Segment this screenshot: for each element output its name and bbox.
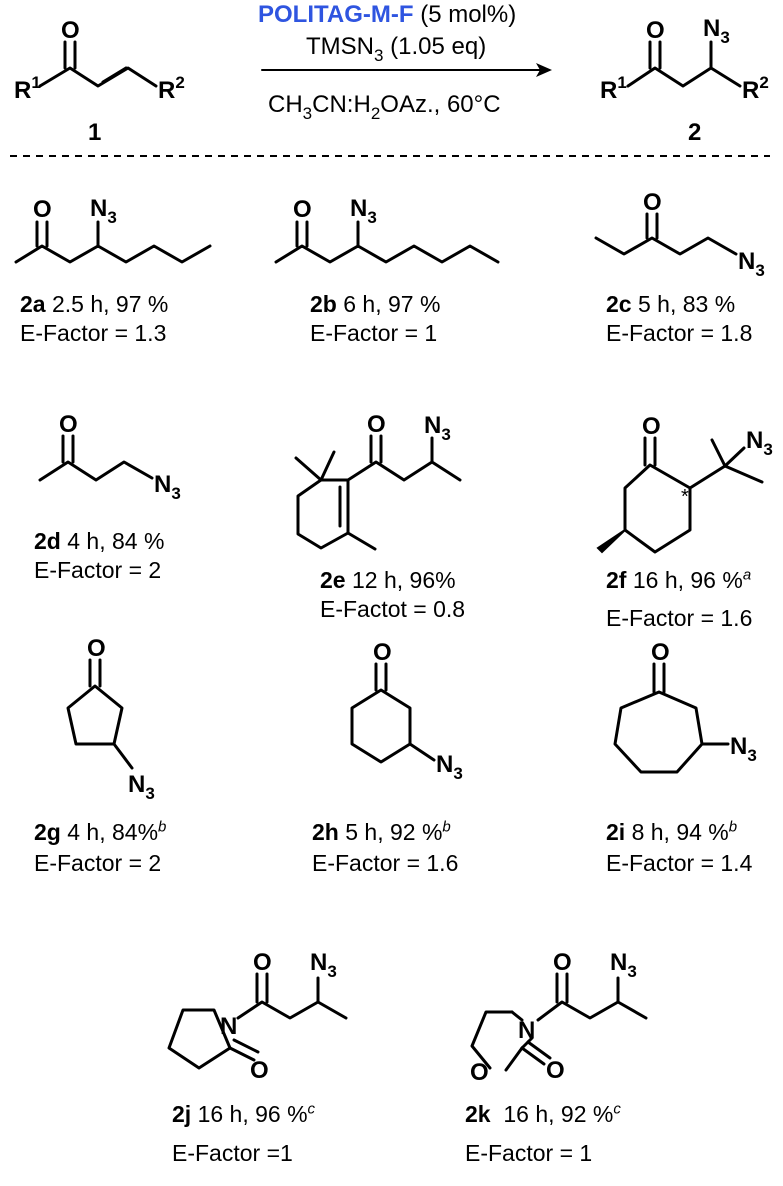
- svg-text:N3: N3: [436, 751, 463, 783]
- svg-text:R2: R2: [742, 73, 769, 104]
- structure-2b: O N3: [274, 195, 500, 264]
- svg-text:O: O: [373, 639, 392, 666]
- svg-text:O: O: [253, 949, 272, 976]
- svg-text:O: O: [642, 413, 661, 440]
- efactor-2j: E-Factor =1: [172, 1140, 293, 1166]
- efactor-2a: E-Factor = 1.3: [20, 320, 167, 346]
- svg-text:O: O: [87, 635, 106, 662]
- svg-text:N3: N3: [424, 412, 451, 444]
- svg-text:N3: N3: [90, 195, 117, 227]
- svg-text:*: *: [681, 486, 689, 508]
- structure-2d: O N3: [38, 411, 181, 503]
- svg-text:N3: N3: [154, 471, 181, 503]
- reaction-arrow: [261, 63, 552, 77]
- caption-2a: 2a 2.5 h, 97 %: [20, 291, 169, 317]
- caption-2i: 2i 8 h, 94 %b: [606, 818, 738, 845]
- structure-2i: O N3: [613, 639, 757, 774]
- svg-text:N: N: [518, 1017, 535, 1044]
- svg-text:R1: R1: [600, 73, 627, 104]
- solvent-line: CH3CN:H2OAz., 60°C: [268, 91, 501, 123]
- svg-text:O: O: [651, 639, 670, 666]
- svg-text:O: O: [367, 411, 386, 438]
- svg-text:N3: N3: [730, 733, 757, 765]
- caption-2k: 2k 16 h, 92 %c: [465, 1100, 621, 1127]
- svg-text:O: O: [61, 17, 80, 44]
- structure-2f: O N3 *: [596, 413, 773, 554]
- reagent-line: TMSN3 (1.05 eq): [306, 33, 486, 65]
- efactor-2i: E-Factor = 1.4: [606, 850, 753, 876]
- catalyst-line: POLITAG-M-F (5 mol%): [258, 1, 516, 28]
- caption-2j: 2j 16 h, 96 %c: [172, 1100, 316, 1127]
- svg-text:N3: N3: [746, 427, 773, 459]
- svg-text:O: O: [470, 1059, 489, 1086]
- efactor-2g: E-Factor = 2: [34, 850, 162, 876]
- svg-text:O: O: [546, 1057, 565, 1084]
- efactor-2e: E-Factot = 0.8: [320, 596, 466, 622]
- svg-text:O: O: [643, 189, 662, 216]
- efactor-2c: E-Factor = 1.8: [606, 320, 753, 346]
- svg-text:N3: N3: [350, 195, 377, 227]
- svg-text:N3: N3: [310, 949, 337, 981]
- compound-number-2: 2: [688, 119, 701, 146]
- svg-text:N3: N3: [738, 248, 765, 280]
- caption-2g: 2g 4 h, 84%b: [34, 818, 167, 845]
- caption-2d: 2d 4 h, 84 %: [34, 528, 165, 554]
- caption-2b: 2b 6 h, 97 %: [310, 291, 441, 317]
- structure-2k: O O N O N3: [470, 949, 648, 1086]
- caption-2e: 2e 12 h, 96%: [320, 567, 456, 593]
- svg-text:O: O: [646, 17, 665, 44]
- svg-text:R1: R1: [14, 73, 41, 104]
- structure-2g: O N3: [66, 635, 155, 803]
- efactor-2k: E-Factor = 1: [465, 1140, 593, 1166]
- starting-material-1: O R1 R2 1: [14, 17, 185, 146]
- product-2-general: O N3 R1 R2 2: [600, 15, 769, 146]
- structure-2j: O N O N3: [167, 949, 348, 1084]
- efactor-2d: E-Factor = 2: [34, 557, 162, 583]
- svg-text:N3: N3: [610, 949, 637, 981]
- structure-2a: O N3: [14, 195, 212, 264]
- compound-number-1: 1: [88, 119, 101, 146]
- caption-2c: 2c 5 h, 83 %: [606, 291, 736, 317]
- svg-text:O: O: [553, 949, 572, 976]
- svg-text:O: O: [33, 196, 52, 223]
- svg-text:O: O: [59, 411, 78, 438]
- svg-text:N: N: [220, 1013, 237, 1040]
- svg-text:N3: N3: [128, 771, 155, 803]
- svg-text:O: O: [250, 1057, 269, 1084]
- structure-2e: O N3: [294, 411, 462, 551]
- efactor-2f: E-Factor = 1.6: [606, 605, 753, 631]
- svg-text:R2: R2: [158, 73, 185, 104]
- caption-2f: 2f 16 h, 96 %a: [606, 566, 752, 593]
- svg-text:O: O: [293, 196, 312, 223]
- svg-text:N3: N3: [703, 15, 730, 47]
- caption-2h: 2h 5 h, 92 %b: [312, 818, 451, 845]
- efactor-2h: E-Factor = 1.6: [312, 850, 459, 876]
- efactor-2b: E-Factor = 1: [310, 320, 438, 346]
- structure-2c: O N3: [594, 189, 765, 280]
- structure-2h: O N3: [350, 639, 463, 783]
